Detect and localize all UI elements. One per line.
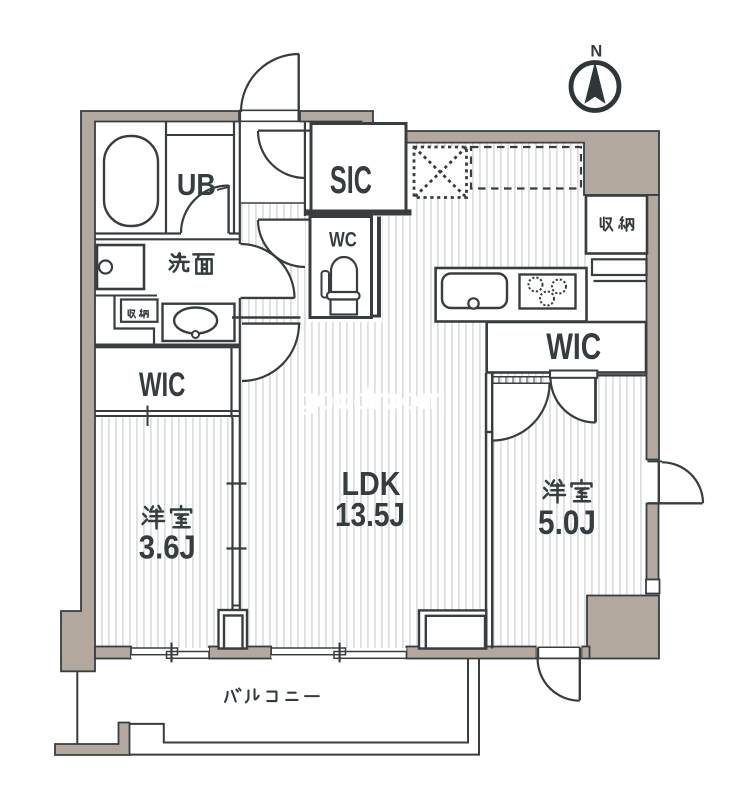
svg-text:WIC: WIC xyxy=(139,366,186,404)
svg-text:WIC: WIC xyxy=(546,326,601,367)
svg-text:UB: UB xyxy=(177,167,216,202)
svg-text:5.0J: 5.0J xyxy=(538,504,596,542)
svg-text:13.5J: 13.5J xyxy=(335,496,405,533)
svg-text:SIC: SIC xyxy=(330,159,372,202)
svg-text:WC: WC xyxy=(329,229,357,252)
svg-text:N: N xyxy=(590,43,602,61)
svg-text:3.6J: 3.6J xyxy=(139,529,196,566)
svg-text:LDK: LDK xyxy=(342,465,401,502)
svg-text:goodroom: goodroom xyxy=(298,383,446,416)
